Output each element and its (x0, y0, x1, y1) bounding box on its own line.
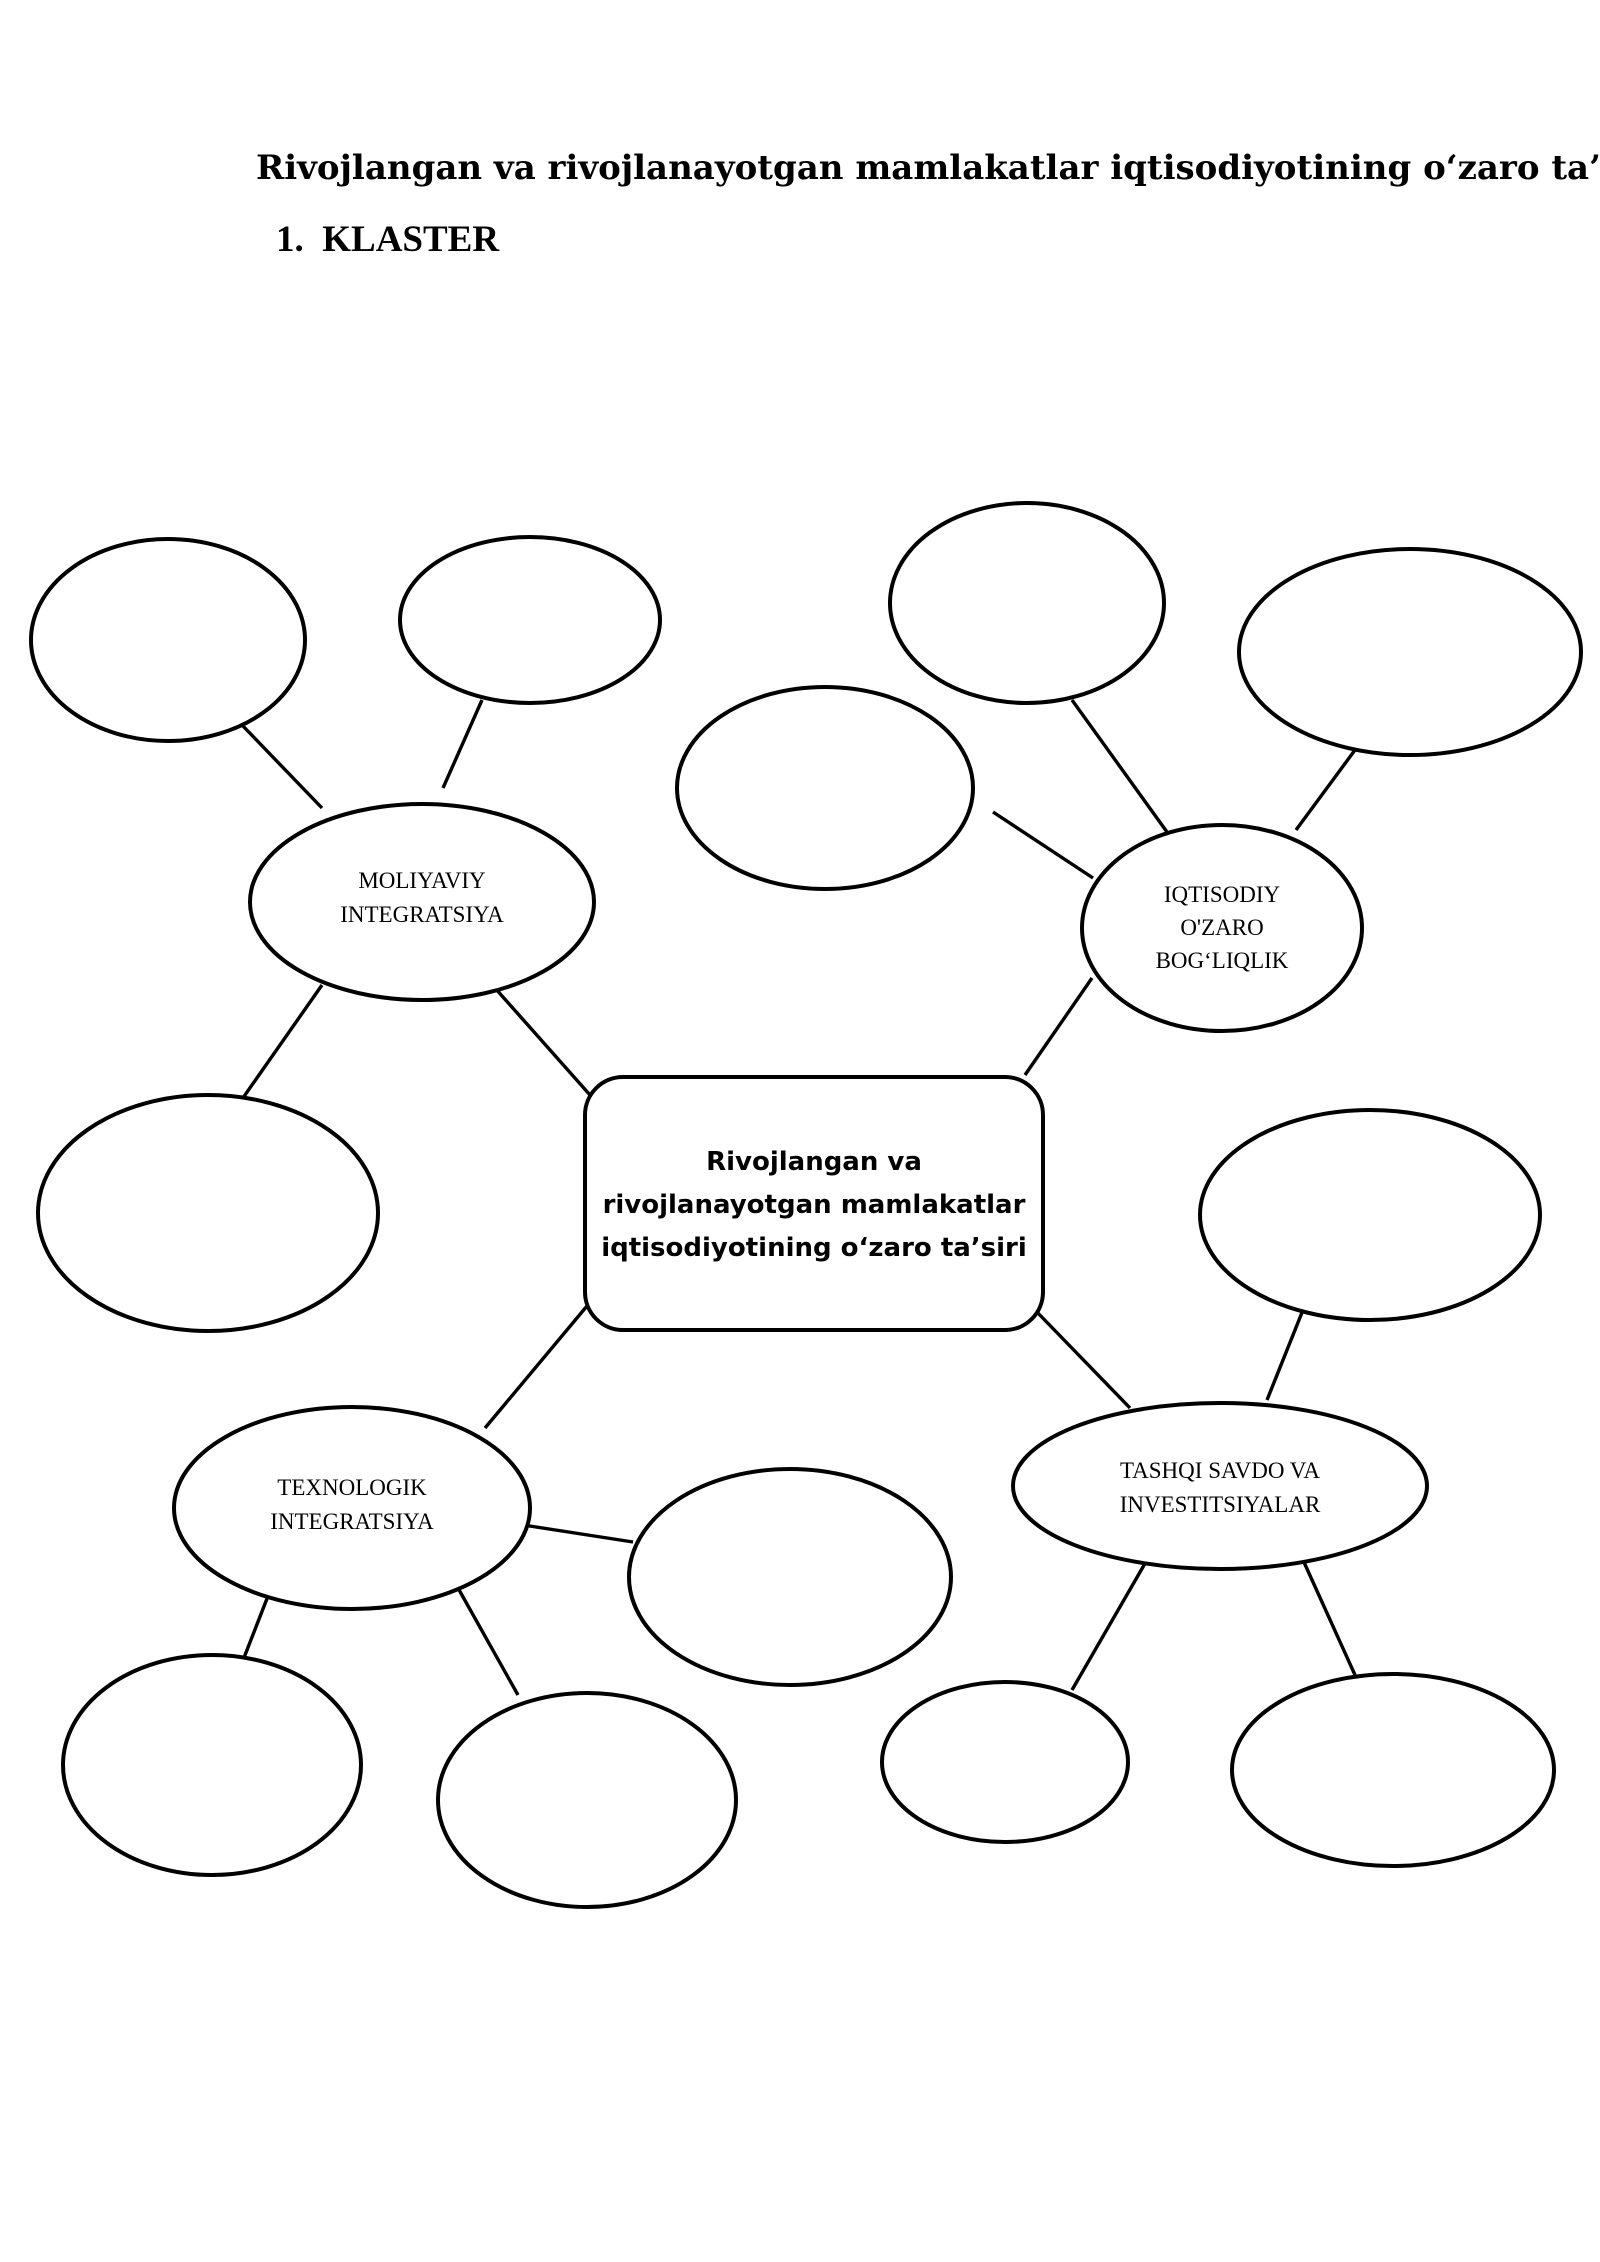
connector-tashqi-bubble-3 (1301, 1559, 1357, 1676)
empty-bubble (675, 685, 975, 891)
empty-bubble (888, 501, 1166, 705)
hub-iqtisodiy-ozaro-bogliqlik: IQTISODIY O'ZARO BOG‘LIQLIK (1080, 823, 1364, 1033)
connector-center-moliyaviy (493, 986, 592, 1097)
section-title: KLASTER (322, 219, 500, 260)
hub-label-line: TASHQI SAVDO VA (1120, 1458, 1320, 1483)
hub-texnologik-integratsiya: TEXNOLOGIK INTEGRATSIYA (172, 1405, 532, 1611)
center-label-line: rivojlanayotgan mamlakatlar (603, 1190, 1026, 1220)
connector-center-texnologik (483, 1298, 594, 1430)
section-number: 1. (276, 219, 304, 260)
empty-bubble (1198, 1108, 1542, 1322)
connector-iqtisodiy-bubble-3 (1294, 748, 1357, 832)
empty-bubble (436, 1691, 738, 1909)
empty-bubble (36, 1093, 380, 1333)
empty-bubble (1237, 547, 1583, 757)
hub-label-line: O'ZARO (1180, 915, 1263, 940)
empty-bubble (398, 535, 662, 705)
connector-moliyaviy-bubble-2 (441, 699, 484, 789)
connector-center-tashqi (1033, 1308, 1132, 1410)
connector-texnologik-bubble-1 (522, 1523, 634, 1544)
page-title: Rivojlangan va rivojlanayotgan mamlakatl… (256, 148, 1600, 188)
connector-moliyaviy-bubble-1 (240, 723, 324, 810)
empty-bubble (29, 537, 307, 743)
hub-label-line: MOLIYAVIY (358, 868, 486, 893)
hub-label-line: TEXNOLOGIK (277, 1475, 427, 1500)
hub-label-line: INTEGRATSIYA (270, 1509, 434, 1534)
connector-iqtisodiy-bubble-1 (992, 810, 1094, 880)
connector-tashqi-bubble-2 (1070, 1559, 1149, 1691)
hub-label-line: INVESTITSIYALAR (1120, 1492, 1321, 1517)
hub-label-line: IQTISODIY (1164, 882, 1281, 907)
empty-bubble (880, 1680, 1130, 1844)
connector-center-iqtisodiy (1023, 977, 1094, 1076)
center-label-line: Rivojlangan va (706, 1147, 922, 1177)
connector-moliyaviy-bubble-3 (236, 984, 324, 1106)
hub-label-line: BOG‘LIQLIK (1156, 948, 1289, 973)
center-node: Rivojlangan va rivojlanayotgan mamlakatl… (583, 1075, 1045, 1332)
connector-iqtisodiy-bubble-2 (1070, 699, 1169, 833)
connector-texnologik-bubble-3 (456, 1587, 520, 1696)
empty-bubble (61, 1653, 363, 1877)
hub-label-line: INTEGRATSIYA (340, 902, 504, 927)
hub-moliyaviy-integratsiya: MOLIYAVIY INTEGRATSIYA (248, 802, 596, 1002)
empty-bubble (1230, 1672, 1556, 1868)
section-heading: 1. KLASTER (276, 218, 499, 261)
hub-tashqi-savdo-investitsiyalar: TASHQI SAVDO VA INVESTITSIYALAR (1011, 1401, 1429, 1571)
connector-tashqi-bubble-1 (1265, 1309, 1305, 1401)
center-label-line: iqtisodiyotining o‘zaro ta’siri (601, 1233, 1027, 1263)
empty-bubble (627, 1467, 953, 1687)
